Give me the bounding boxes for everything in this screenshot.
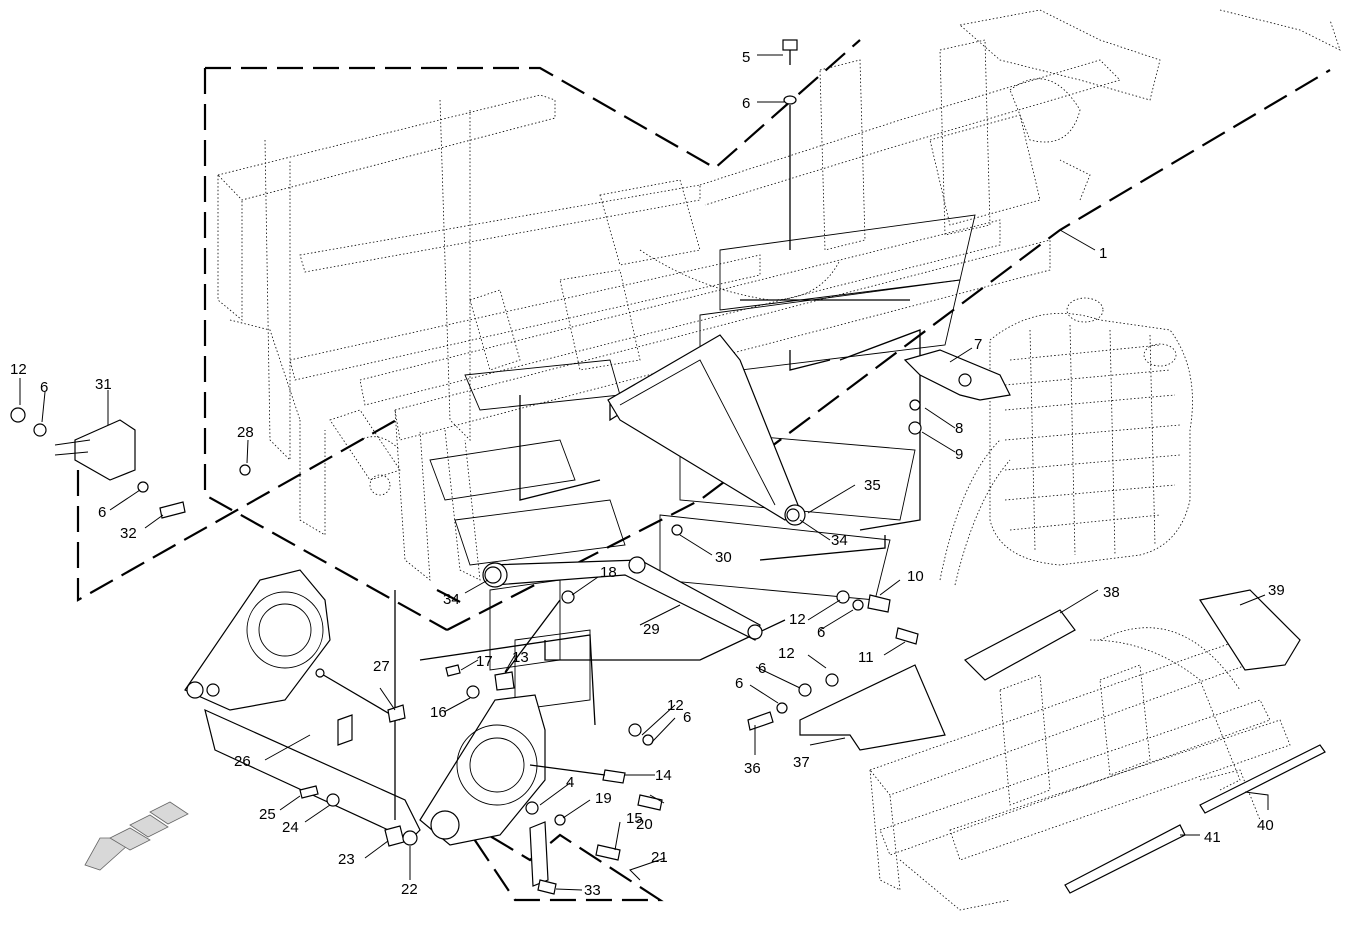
cover-31 <box>54 419 136 481</box>
callout-25: 25 <box>259 806 276 823</box>
callout-12-4: 12 <box>667 697 684 714</box>
callout-40: 40 <box>1257 817 1274 834</box>
plates <box>799 589 1326 894</box>
callout-24: 24 <box>282 819 299 836</box>
callout-31: 31 <box>95 376 112 393</box>
callout-labels: 1456666666789101112121212131415161718192… <box>10 49 1285 899</box>
direction-arrow-icon <box>84 801 189 871</box>
callout-16: 16 <box>430 704 447 721</box>
callout-34-2: 34 <box>831 532 848 549</box>
bracket-7 <box>903 349 1011 401</box>
callout-21: 21 <box>651 849 668 866</box>
callout-8: 8 <box>955 420 963 437</box>
callout-12-3: 12 <box>778 645 795 662</box>
callout-38: 38 <box>1103 584 1120 601</box>
callout-12: 12 <box>10 361 27 378</box>
callout-27: 27 <box>373 658 390 675</box>
callout-18: 18 <box>600 564 617 581</box>
callout-9: 9 <box>955 446 963 463</box>
callout-6-5: 6 <box>758 660 766 677</box>
link-arm <box>482 556 763 641</box>
callout-30: 30 <box>715 549 732 566</box>
callout-34: 34 <box>443 591 460 608</box>
callout-37: 37 <box>793 754 810 771</box>
swing-arm <box>184 569 546 846</box>
callout-12-2: 12 <box>789 611 806 628</box>
callout-19: 19 <box>595 790 612 807</box>
callout-33: 33 <box>584 882 601 899</box>
callout-29: 29 <box>643 621 660 638</box>
callout-14: 14 <box>655 767 672 784</box>
callout-6-7: 6 <box>683 709 691 726</box>
callout-1: 1 <box>1099 245 1107 262</box>
callout-28: 28 <box>237 424 254 441</box>
upper-link <box>607 334 806 526</box>
callout-5: 5 <box>742 49 750 66</box>
callout-6-4: 6 <box>817 624 825 641</box>
callout-6-6: 6 <box>735 675 743 692</box>
callout-4: 4 <box>566 774 574 791</box>
callout-22: 22 <box>401 881 418 898</box>
callout-17: 17 <box>476 653 493 670</box>
callout-35: 35 <box>864 477 881 494</box>
callout-7: 7 <box>974 336 982 353</box>
leader-lines <box>19 54 1269 891</box>
main-frame <box>217 9 1341 581</box>
callout-39: 39 <box>1268 582 1285 599</box>
callout-6-3: 6 <box>98 504 106 521</box>
callout-41: 41 <box>1204 829 1221 846</box>
callout-6: 6 <box>742 95 750 112</box>
callout-6-2: 6 <box>40 379 48 396</box>
engine-block <box>939 297 1193 586</box>
lower-right-frame <box>869 627 1291 911</box>
callout-10: 10 <box>907 568 924 585</box>
callout-20: 20 <box>636 816 653 833</box>
callout-23: 23 <box>338 851 355 868</box>
callout-15: 15 <box>626 810 643 827</box>
callout-26: 26 <box>234 753 251 770</box>
callout-36: 36 <box>744 760 761 777</box>
callout-11: 11 <box>858 649 874 666</box>
callout-32: 32 <box>120 525 137 542</box>
callout-13: 13 <box>512 649 529 666</box>
fasteners <box>10 39 922 895</box>
